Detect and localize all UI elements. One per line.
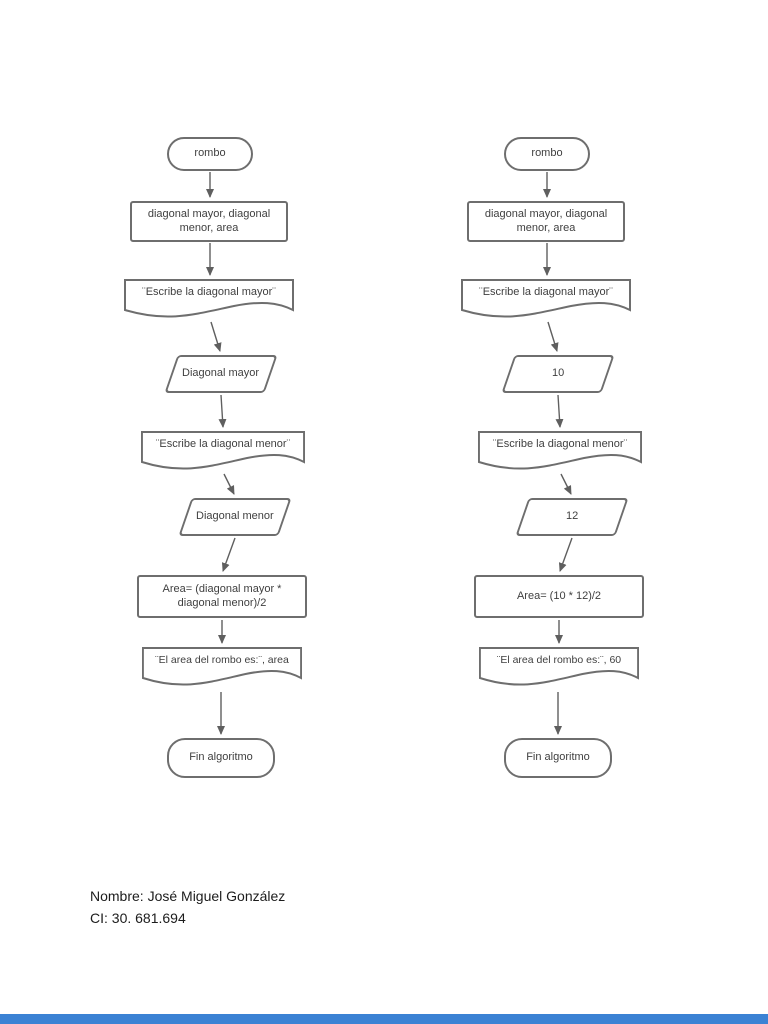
diagonal-menor-input-label: Diagonal menor: [196, 510, 274, 523]
end-terminator-right: Fin algoritmo: [504, 738, 612, 778]
diagonal-menor-input: Diagonal menor: [178, 498, 292, 536]
write-diagonal-menor-document-right: ¨Escribe la diagonal menor¨: [478, 431, 642, 475]
diagonal-mayor-input: Diagonal mayor: [164, 355, 278, 393]
end-terminator: Fin algoritmo: [167, 738, 275, 778]
document-shape: [478, 431, 642, 470]
end-label: Fin algoritmo: [189, 751, 253, 764]
write-diagonal-mayor-label-right: ¨Escribe la diagonal mayor¨: [479, 286, 613, 298]
area-formula-label-right: Area= (10 * 12)/2: [516, 589, 602, 602]
write-diagonal-menor-label: ¨Escribe la diagonal menor¨: [155, 438, 291, 450]
show-area-document: ¨El area del rombo es:¨, area: [142, 647, 302, 691]
next-page-edge-bar: [0, 1014, 768, 1024]
declare-variables-process-right: diagonal mayor, diagonal menor, area: [467, 201, 625, 242]
start-label-right: rombo: [531, 147, 563, 160]
write-diagonal-menor-label-right: ¨Escribe la diagonal menor¨: [492, 438, 628, 450]
author-name: Nombre: José Miguel González: [90, 888, 286, 904]
document-shape: [141, 431, 305, 470]
value-10-label: 10: [551, 367, 565, 380]
document-shape: [479, 647, 639, 686]
write-diagonal-mayor-label: ¨Escribe la diagonal mayor¨: [142, 286, 276, 298]
document-shape: [124, 279, 294, 318]
show-area-document-right: ¨El area del rombo es:¨, 60: [479, 647, 639, 691]
show-area-label-right: ¨El area del rombo es:¨, 60: [496, 654, 622, 666]
declare-variables-label: diagonal mayor, diagonal menor, area: [147, 207, 271, 234]
value-12-label: 12: [565, 510, 579, 523]
area-formula-process: Area= (diagonal mayor * diagonal menor)/…: [137, 575, 307, 618]
value-10-input: 10: [501, 355, 615, 393]
area-formula-process-right: Area= (10 * 12)/2: [474, 575, 644, 618]
author-info: Nombre: José Miguel González CI: 30. 681…: [90, 885, 285, 929]
declare-variables-process: diagonal mayor, diagonal menor, area: [130, 201, 288, 242]
show-area-label: ¨El area del rombo es:¨, area: [155, 654, 289, 666]
write-diagonal-mayor-document-right: ¨Escribe la diagonal mayor¨: [461, 279, 631, 323]
area-formula-label: Area= (diagonal mayor * diagonal menor)/…: [162, 582, 282, 609]
document-shape: [461, 279, 631, 318]
start-terminator: rombo: [167, 137, 253, 171]
write-diagonal-mayor-document: ¨Escribe la diagonal mayor¨: [124, 279, 294, 323]
start-label: rombo: [194, 147, 226, 160]
declare-variables-label-right: diagonal mayor, diagonal menor, area: [484, 207, 608, 234]
write-diagonal-menor-document: ¨Escribe la diagonal menor¨: [141, 431, 305, 475]
start-terminator-right: rombo: [504, 137, 590, 171]
end-label-right: Fin algoritmo: [526, 751, 590, 764]
value-12-input: 12: [515, 498, 629, 536]
document-shape: [142, 647, 302, 686]
author-ci: CI: 30. 681.694: [90, 910, 186, 926]
diagonal-mayor-input-label: Diagonal mayor: [182, 367, 260, 380]
